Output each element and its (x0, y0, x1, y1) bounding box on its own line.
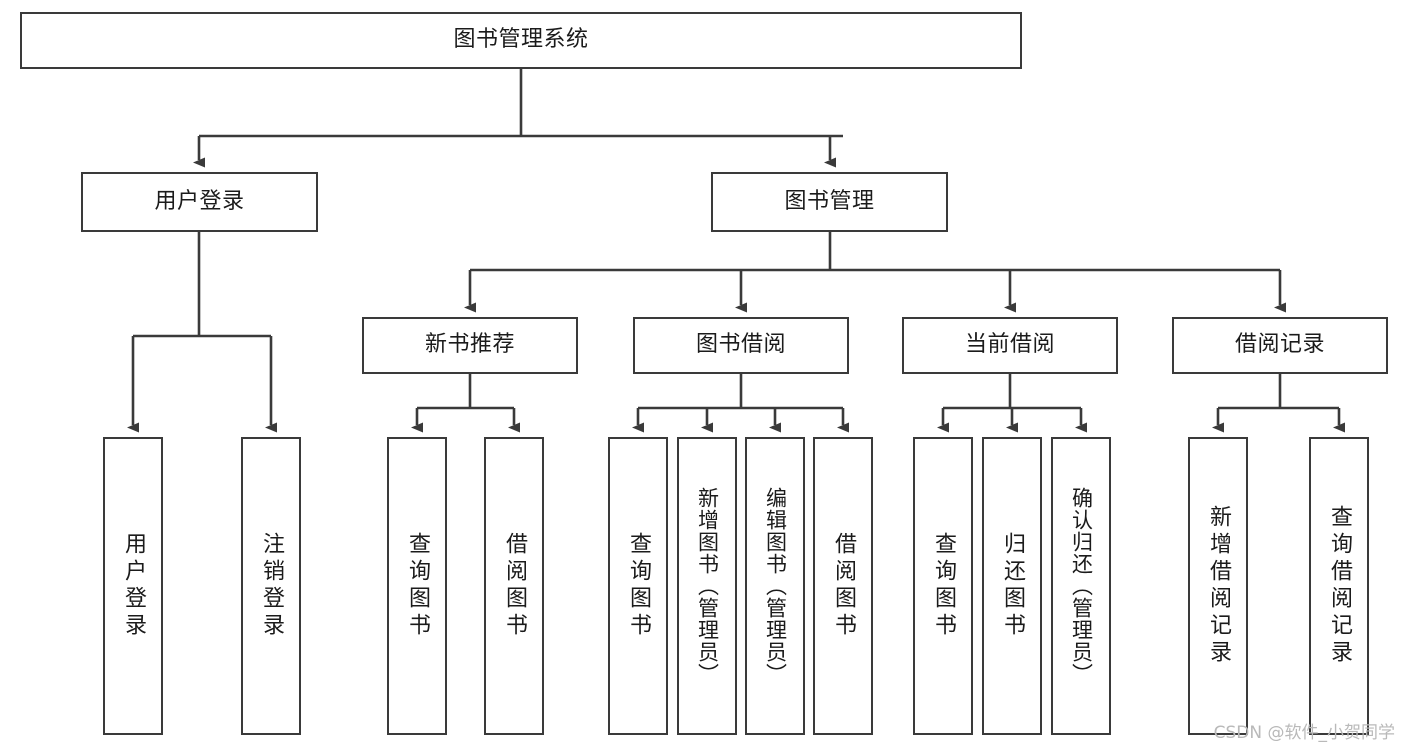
node-new-book-recommend[interactable]: 新书推荐 (362, 317, 578, 374)
node-leaf-query-book-recommend-label: 查询图书 (405, 532, 430, 640)
node-leaf-edit-book-admin[interactable]: 编辑图书（管理员） (745, 437, 805, 735)
node-current-borrow[interactable]: 当前借阅 (902, 317, 1118, 374)
node-leaf-borrow-book[interactable]: 借阅图书 (813, 437, 873, 735)
node-leaf-return-book[interactable]: 归还图书 (982, 437, 1042, 735)
node-user-login-label: 用户登录 (154, 188, 245, 214)
node-leaf-add-book-admin-label: 新增图书（管理员） (695, 487, 720, 685)
node-leaf-query-borrow-record[interactable]: 查询借阅记录 (1309, 437, 1369, 735)
node-leaf-query-book-recommend[interactable]: 查询图书 (387, 437, 447, 735)
node-leaf-return-book-label: 归还图书 (1000, 532, 1025, 640)
node-book-borrow[interactable]: 图书借阅 (633, 317, 849, 374)
node-leaf-edit-book-admin-label: 编辑图书（管理员） (763, 487, 788, 685)
node-leaf-confirm-return-admin[interactable]: 确认归还（管理员） (1051, 437, 1111, 735)
node-book-manage[interactable]: 图书管理 (711, 172, 948, 232)
node-leaf-query-book-current-label: 查询图书 (931, 532, 956, 640)
node-current-borrow-label: 当前借阅 (964, 332, 1055, 358)
node-leaf-confirm-return-admin-label: 确认归还（管理员） (1069, 487, 1094, 685)
node-leaf-add-borrow-record-label: 新增借阅记录 (1206, 505, 1231, 667)
node-leaf-borrow-book-label: 借阅图书 (831, 532, 856, 640)
node-leaf-query-book-current[interactable]: 查询图书 (913, 437, 973, 735)
node-user-login[interactable]: 用户登录 (81, 172, 318, 232)
node-new-book-recommend-label: 新书推荐 (424, 332, 515, 358)
node-borrow-record-label: 借阅记录 (1234, 332, 1325, 358)
csdn-watermark: CSDN @软件_小贺同学 (1213, 723, 1395, 743)
node-leaf-user-login-label: 用户登录 (121, 532, 146, 640)
node-root[interactable]: 图书管理系统 (20, 12, 1022, 69)
node-leaf-borrow-book-recommend[interactable]: 借阅图书 (484, 437, 544, 735)
node-leaf-user-logout[interactable]: 注销登录 (241, 437, 301, 735)
node-borrow-record[interactable]: 借阅记录 (1172, 317, 1388, 374)
node-leaf-user-login[interactable]: 用户登录 (103, 437, 163, 735)
node-book-manage-label: 图书管理 (784, 188, 875, 214)
node-root-label: 图书管理系统 (453, 27, 589, 53)
node-leaf-user-logout-label: 注销登录 (259, 532, 284, 640)
node-leaf-query-book-borrow[interactable]: 查询图书 (608, 437, 668, 735)
node-leaf-query-borrow-record-label: 查询借阅记录 (1327, 505, 1352, 667)
node-leaf-add-borrow-record[interactable]: 新增借阅记录 (1188, 437, 1248, 735)
node-leaf-add-book-admin[interactable]: 新增图书（管理员） (677, 437, 737, 735)
node-leaf-query-book-borrow-label: 查询图书 (626, 532, 651, 640)
node-book-borrow-label: 图书借阅 (695, 332, 786, 358)
node-leaf-borrow-book-recommend-label: 借阅图书 (502, 532, 527, 640)
